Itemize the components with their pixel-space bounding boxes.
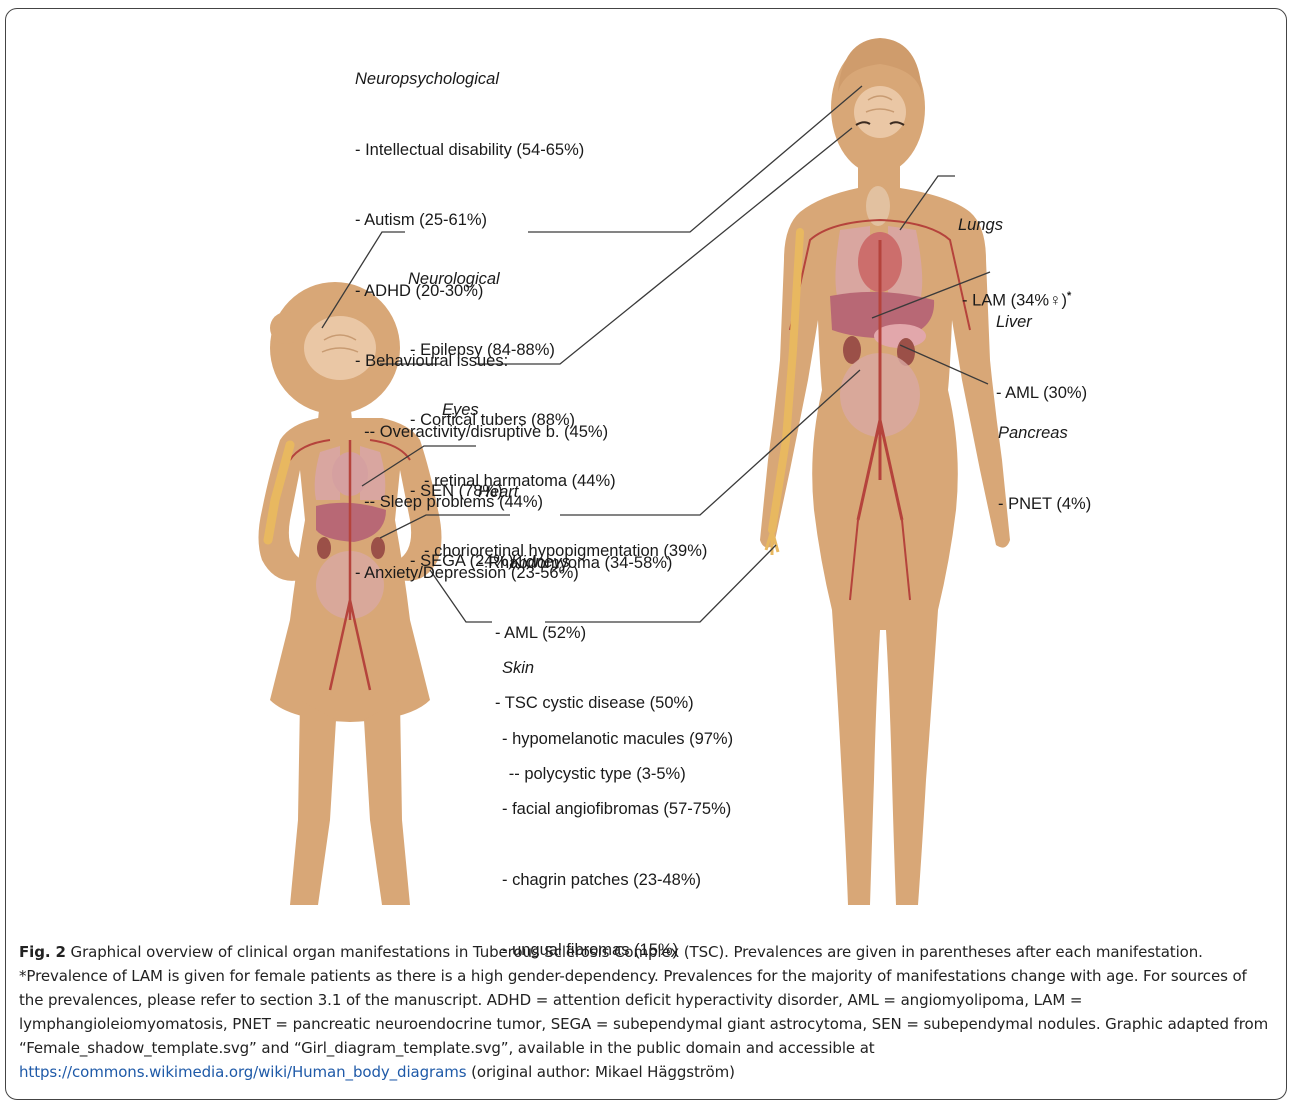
skin-label: Skin - hypomelanotic macules (97%) - fac… [502,610,733,986]
kidneys-heading: Kidneys [511,551,694,575]
pancreas-label: Pancreas - PNET (4%) [998,375,1091,540]
source-link[interactable]: https://commons.wikimedia.org/wiki/Human… [19,1063,466,1081]
eyes-heading: Eyes [442,399,707,423]
liver-heading: Liver [996,311,1087,335]
figure-caption: Fig. 2 Graphical overview of clinical or… [19,940,1275,1084]
list-item: - chagrin patches (23-48%) [502,869,733,893]
skin-heading: Skin [502,657,733,681]
list-item: - facial angiofibromas (57-75%) [502,798,733,822]
pancreas-heading: Pancreas [998,422,1091,446]
neuropsych-heading: Neuropsychological [355,68,608,92]
heart-heading: Heart [478,481,672,505]
figure-label: Fig. 2 [19,943,66,961]
lungs-heading: Lungs [958,214,1071,238]
caption-tail: (original author: Mikael Häggström) [466,1063,734,1081]
caption-text: Graphical overview of clinical organ man… [19,943,1268,1057]
neurological-heading: Neurological [408,268,575,292]
list-item: - hypomelanotic macules (97%) [502,728,733,752]
list-item: - PNET (4%) [998,493,1091,517]
list-item: - Intellectual disability (54-65%) [355,139,608,163]
